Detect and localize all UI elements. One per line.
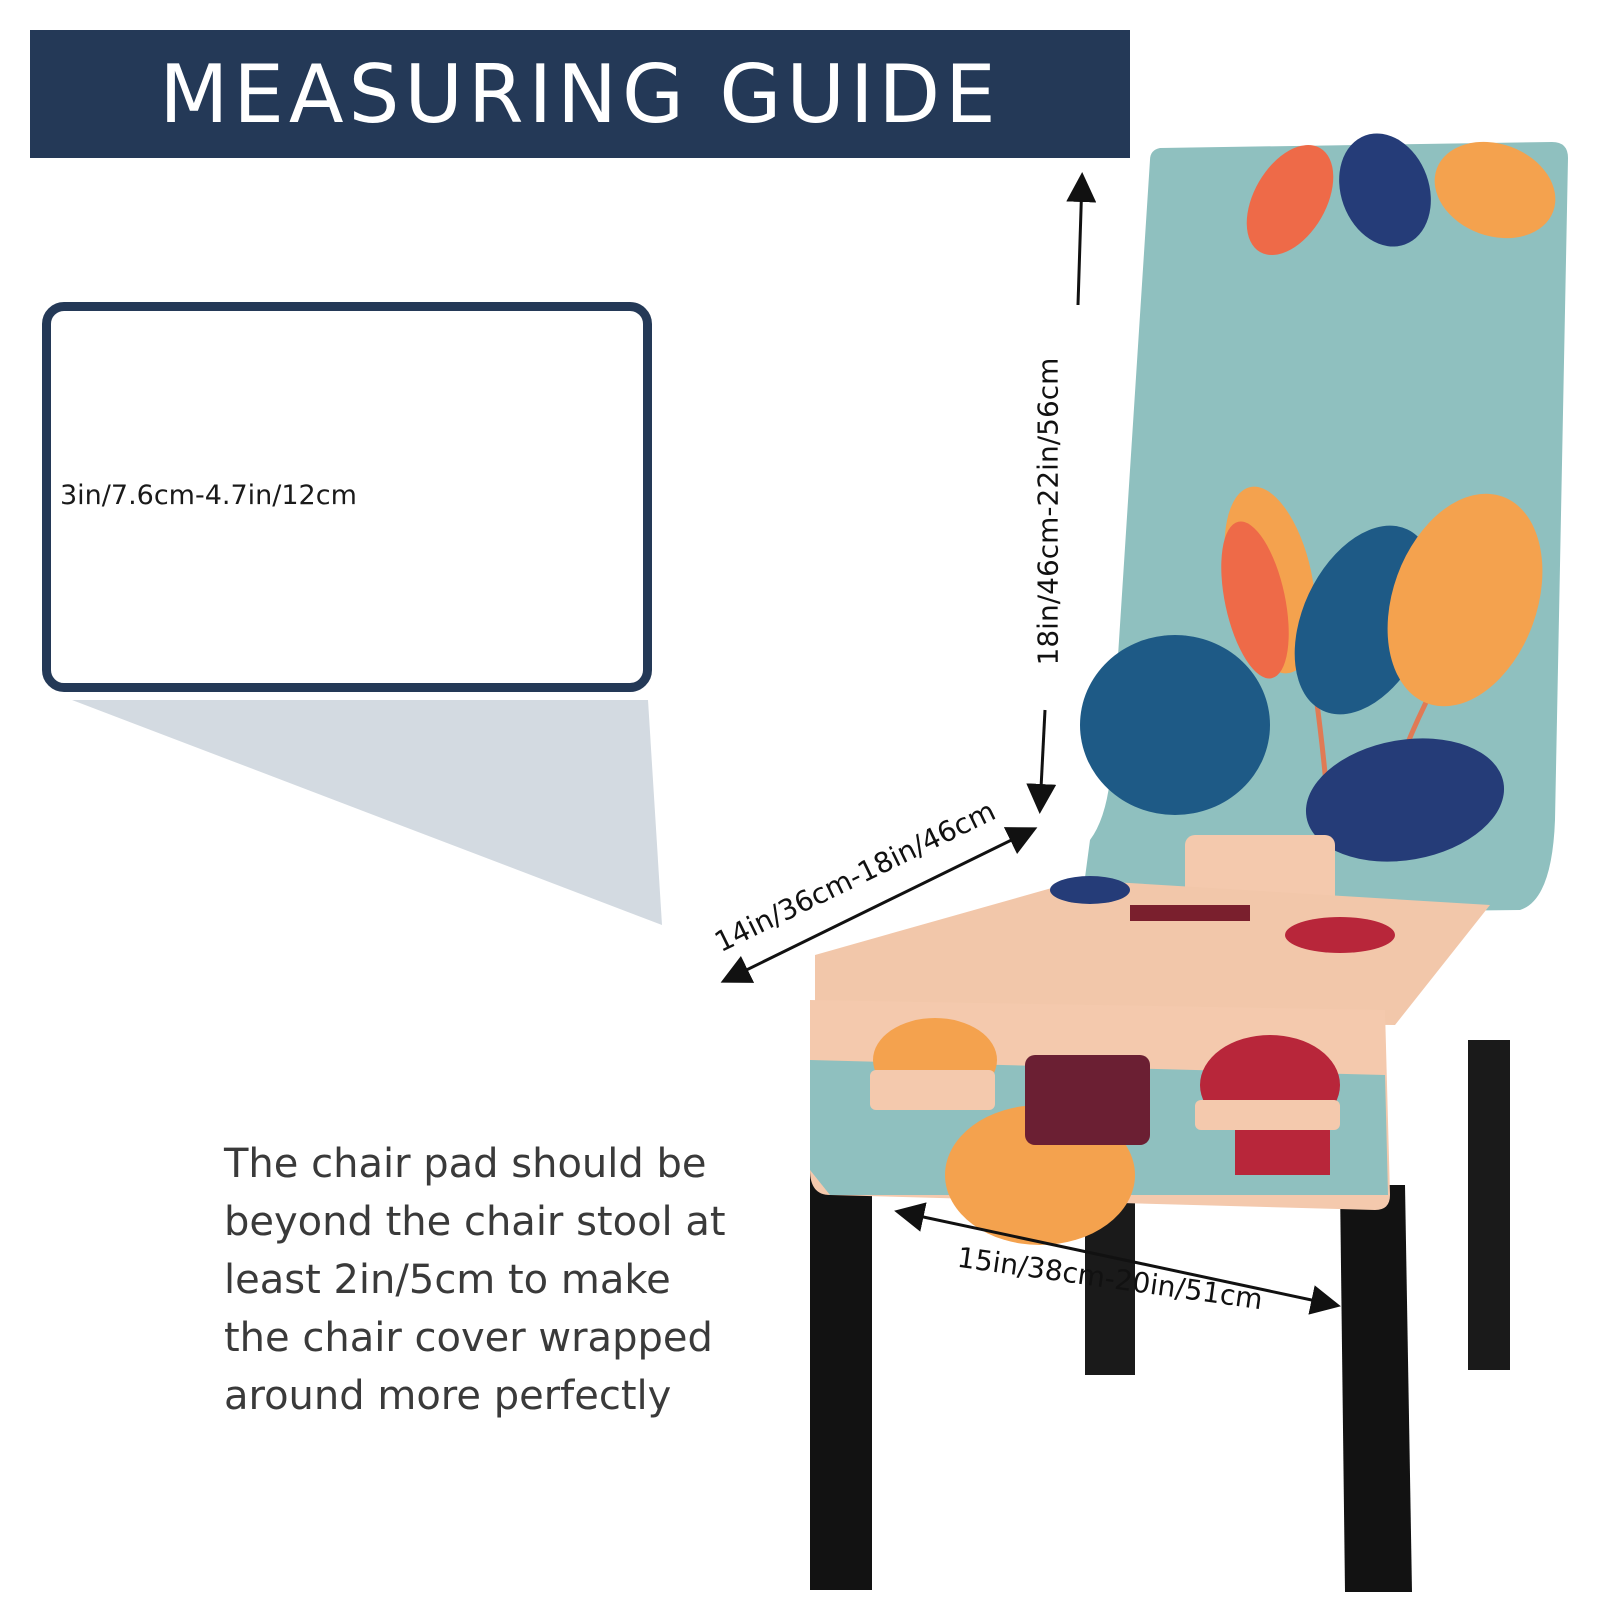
header-banner: MEASURING GUIDE	[30, 30, 1130, 158]
leaf-icon	[1246, 145, 1334, 255]
lamp-icon	[1195, 1100, 1340, 1130]
callout-wedge	[72, 700, 662, 925]
chair-leg-front-right	[1340, 1185, 1412, 1592]
leaf-icon	[1305, 738, 1505, 862]
chair-leg-front-left	[810, 1165, 872, 1590]
note-line: The chair pad should be	[224, 1141, 707, 1187]
backrest-height-arrow	[1026, 709, 1057, 814]
leaf-icon	[1434, 141, 1556, 239]
lamp-icon	[870, 1070, 995, 1110]
seat-pattern	[1050, 876, 1130, 904]
seat-pattern	[1285, 917, 1395, 953]
note-line: around more perfectly	[224, 1373, 672, 1419]
note-line: beyond the chair stool at	[224, 1199, 726, 1245]
seat-pattern	[1235, 1130, 1330, 1175]
page-title: MEASURING GUIDE	[159, 47, 1001, 141]
seat-depth-arrow	[720, 827, 1038, 983]
thickness-label: 3in/7.6cm-4.7in/12cm	[60, 480, 357, 511]
leaf-icon	[1339, 133, 1431, 247]
leaf-icon	[1221, 521, 1289, 679]
backrest-height-label: 18in/46cm-22in/56cm	[1031, 357, 1065, 666]
note-line: least 2in/5cm to make	[224, 1257, 671, 1303]
fitting-note: The chair pad should be beyond the chair…	[224, 1135, 784, 1425]
chair-leg-back-right	[1468, 1040, 1510, 1370]
seat-pattern	[1025, 1055, 1150, 1145]
note-line: the chair cover wrapped	[224, 1315, 713, 1361]
leaf-icon	[1387, 493, 1543, 707]
seat-pattern	[1130, 905, 1250, 921]
leaf-icon	[1080, 635, 1270, 815]
thickness-detail-box	[42, 302, 652, 692]
seat-width-arrow	[894, 1202, 1341, 1315]
backrest-height-arrow	[1066, 172, 1097, 306]
